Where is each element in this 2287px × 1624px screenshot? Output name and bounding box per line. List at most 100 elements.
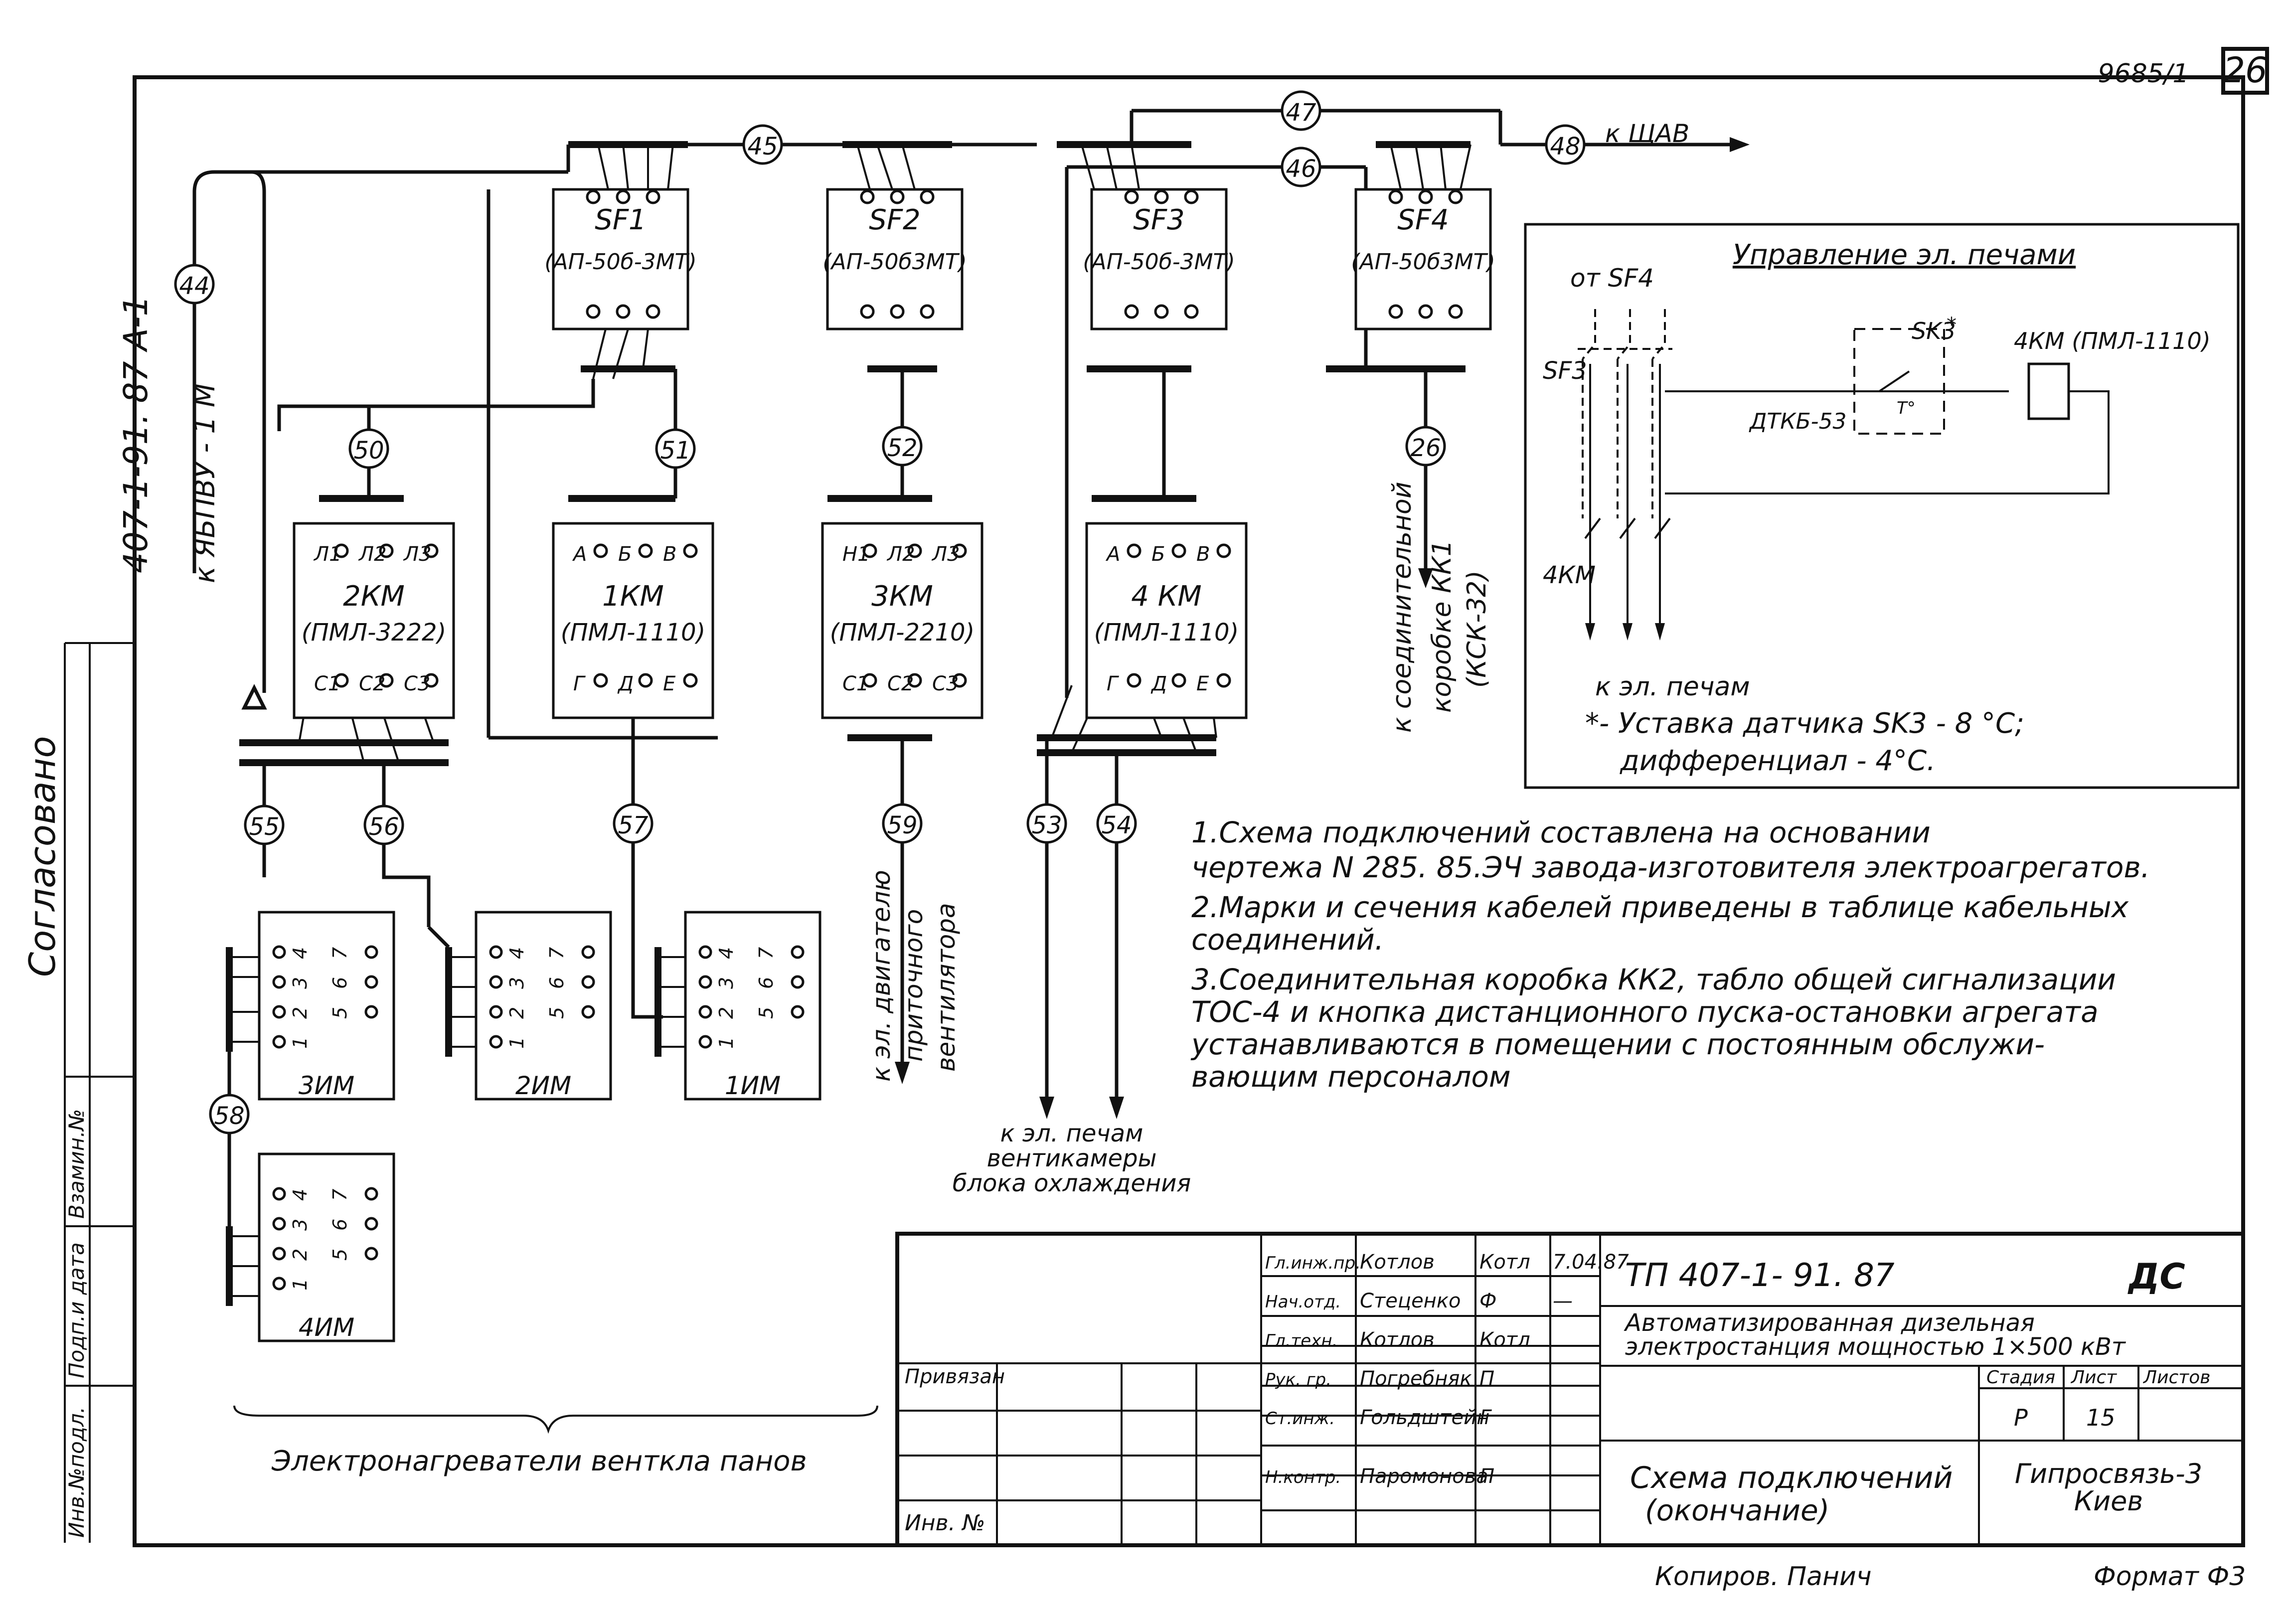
- agreed-label: Согласовано: [21, 736, 63, 977]
- terminal-bottom: [683, 673, 698, 688]
- breaker-terminal-out: [890, 304, 905, 319]
- breaker-terminal-in: [920, 189, 935, 204]
- heater-terminal-number: 7: [329, 947, 351, 959]
- cable-50: 50: [353, 437, 384, 465]
- breaker-terminal-out: [1418, 304, 1433, 319]
- breaker-terminal-in: [1388, 189, 1403, 204]
- breaker-terminal-out: [860, 304, 875, 319]
- terminal-bottom-label: С3: [404, 672, 430, 695]
- note-3-line1: 3.Соединительная коробка КК2, табло обще…: [1191, 963, 2116, 996]
- staff-name: Паромонова: [1360, 1465, 1488, 1488]
- terminal-bottom: [952, 673, 967, 688]
- sk3-mark: *: [1947, 314, 1957, 336]
- breaker-sf4-name: SF4: [1397, 204, 1449, 236]
- terminal-bottom-label: Д: [1150, 672, 1167, 695]
- contactor-1km-name: 1КМ: [602, 580, 664, 613]
- breaker-terminal-out: [1388, 304, 1403, 319]
- stage-value: Р: [2014, 1404, 2028, 1431]
- staff-sign: Котл: [1479, 1328, 1530, 1351]
- heater-terminal: [791, 945, 805, 959]
- contactor-4km-name: 4 КМ: [1131, 580, 1202, 613]
- terminal-top-label: Б: [618, 543, 632, 566]
- drawing-mark: ДС: [2127, 1256, 2185, 1297]
- breaker-sf2-name: SF2: [869, 204, 920, 236]
- terminal-bottom: [638, 673, 653, 688]
- heater-terminal: [489, 975, 503, 989]
- terminal-top: [862, 543, 877, 558]
- cable-52: 52: [887, 434, 917, 462]
- terminal-top-label: Л2: [886, 543, 915, 566]
- terminal-bottom-label: Е: [663, 672, 676, 695]
- inv-label: Инв. №: [905, 1510, 985, 1536]
- terminal-bottom-label: Д: [617, 672, 634, 695]
- heater-terminal-number: 6: [546, 977, 568, 989]
- heater-terminal-number: 6: [755, 977, 777, 989]
- terminal-bottom: [1171, 673, 1186, 688]
- terminal-bottom: [1216, 673, 1231, 688]
- heater-terminal-number: 1: [289, 1279, 311, 1291]
- t-mark: Т°: [1897, 398, 1916, 418]
- terminal-top: [683, 543, 698, 558]
- terminal-bottom-label: С1: [842, 672, 869, 695]
- title-block: ТП 407-1- 91. 87 ДС Автоматизированная д…: [895, 1232, 2245, 1547]
- note-1-line2: чертежа N 285. 85.ЭЧ завода-изготовителя…: [1191, 850, 2150, 884]
- terminal-bottom-label: С2: [359, 672, 385, 695]
- staff-role: Н.контр.: [1265, 1467, 1341, 1487]
- heater-terminal-number: 4: [289, 947, 311, 959]
- terminal-bottom-label: С3: [932, 672, 959, 695]
- to-fan-motor-3: вентилятора: [932, 903, 961, 1072]
- heater-1im-name: 1ИМ: [725, 1071, 781, 1100]
- cable-48: 48: [1550, 133, 1580, 161]
- breaker-sf3-type: (АП-50б-3МТ): [1083, 249, 1235, 275]
- heater-terminal: [791, 1005, 805, 1019]
- heater-terminal: [364, 1005, 378, 1019]
- terminal-bottom: [593, 673, 608, 688]
- breaker-sf4-type: (АП-50б3МТ): [1351, 249, 1495, 275]
- to-junction-box-2: коробке КК1: [1427, 540, 1457, 713]
- breaker-terminal-in: [1154, 189, 1169, 204]
- copied-by: Копиров. Панич: [1655, 1562, 1872, 1592]
- heater-terminal-number: 2: [715, 1007, 737, 1019]
- heater-terminal-number: 7: [546, 947, 568, 959]
- breaker-terminal-in: [1448, 189, 1463, 204]
- breaker-terminal-in: [646, 189, 660, 204]
- notes: 1.Схема подключений составлена на основа…: [1190, 815, 2150, 1094]
- terminal-top: [593, 543, 608, 558]
- cable-44: 44: [179, 272, 209, 300]
- breaker-sf1-name: SF1: [595, 204, 646, 236]
- heater-terminal: [581, 1005, 595, 1019]
- terminal-bottom-label: Г: [573, 672, 586, 695]
- heater-terminal: [698, 945, 712, 959]
- staff-sign: Ф: [1479, 1290, 1496, 1312]
- staff-role: Ст.инж.: [1265, 1409, 1335, 1429]
- staff-name: Котлов: [1360, 1328, 1435, 1351]
- cp-note-2: дифференциал - 4°С.: [1620, 745, 1936, 777]
- breaker-terminal-out: [616, 304, 631, 319]
- side-stamp: Согласовано Инв.№подл. Подп.и дата Взами…: [21, 642, 135, 1543]
- note-3-line3: устанавливаются в помещении с постоянным…: [1190, 1027, 2045, 1061]
- sheet-header: Лист: [2070, 1367, 2117, 1388]
- heater-terminal-number: 6: [329, 977, 351, 989]
- terminal-bottom: [907, 673, 922, 688]
- terminal-top: [334, 543, 349, 558]
- note-2-line1: 2.Марки и сечения кабелей приведены в та…: [1191, 890, 2129, 924]
- heater-terminal-number: 5: [546, 1007, 568, 1019]
- staff-role: Рук. гр.: [1265, 1370, 1331, 1390]
- heater-2im-name: 2ИМ: [515, 1071, 571, 1100]
- to-furnaces-1: к эл. печам: [1000, 1120, 1144, 1147]
- staff-sign: П: [1479, 1465, 1494, 1488]
- km4-label: 4КМ: [1543, 561, 1596, 589]
- control-panel: Управление эл. печами от SF4 SF3 SK3 * Т…: [1524, 223, 2240, 789]
- sheet-value: 15: [2086, 1404, 2116, 1431]
- project-code: ТП 407-1- 91. 87: [1625, 1257, 1895, 1294]
- cable-59: 59: [887, 812, 917, 839]
- note-1-line1: 1.Схема подключений составлена на основа…: [1191, 815, 1931, 849]
- heater-terminal: [489, 945, 503, 959]
- cable-58: 58: [214, 1102, 244, 1130]
- terminal-bottom-label: Г: [1107, 672, 1119, 695]
- cable-57: 57: [618, 812, 649, 839]
- wiring: [192, 109, 1750, 1434]
- org-line-2: Киев: [2074, 1485, 2143, 1517]
